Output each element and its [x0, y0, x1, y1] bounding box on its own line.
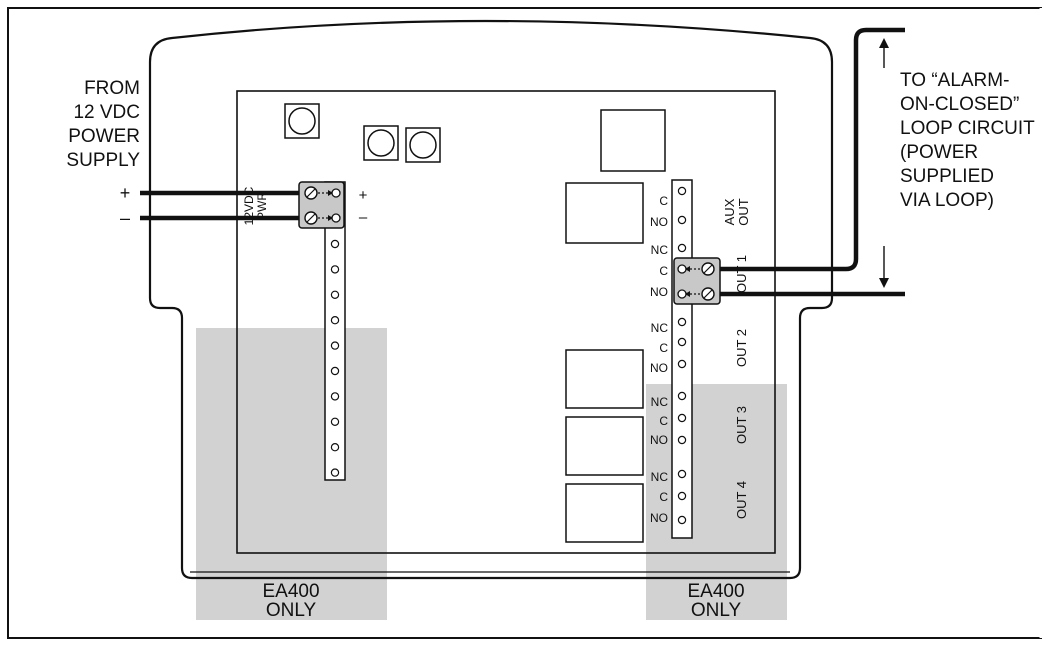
- board-plus-sign: +: [359, 187, 368, 204]
- right-terminal-strip: [671, 179, 693, 539]
- label-out3-no: NO: [650, 433, 668, 447]
- board-minus-sign: –: [359, 209, 368, 226]
- left-label-line-2: 12 VDC: [73, 102, 140, 123]
- left-label-line-3: POWER: [68, 126, 140, 147]
- terminal-hole: [330, 443, 340, 452]
- label-out1-no: NO: [650, 285, 668, 299]
- terminal-hole: [330, 239, 340, 249]
- aux-out-label-line1: AUX: [722, 198, 737, 225]
- out3-label: OUT 3: [734, 406, 749, 444]
- label-out3-c: C: [659, 414, 668, 428]
- terminal-hole: [677, 391, 687, 401]
- ea400-right-line2: ONLY: [691, 600, 742, 621]
- label-aux-no: NO: [650, 215, 668, 229]
- ea400-right-shade: [646, 384, 787, 620]
- right-label-line-2: ON-CLOSED”: [900, 94, 1019, 115]
- left-minus-sign: –: [120, 208, 130, 228]
- left-strip-holes: [330, 239, 340, 477]
- circuit-board: [236, 90, 776, 554]
- terminal-hole: [677, 186, 687, 196]
- right-label-line-4: (POWER: [900, 142, 978, 163]
- label-out1-nc: NC: [651, 243, 669, 257]
- terminal-hole: [330, 341, 340, 350]
- lead-arrow: [328, 190, 333, 196]
- connector-terminal: [677, 289, 687, 299]
- connector-terminal: [331, 188, 341, 198]
- connector-terminal: [677, 264, 687, 274]
- out4-label: OUT 4: [734, 481, 749, 519]
- out2-label: OUT 2: [734, 329, 749, 367]
- label-out3-nc: NC: [651, 395, 669, 409]
- label-out2-c: C: [659, 341, 668, 355]
- screw-slot: [306, 213, 316, 223]
- terminal-hole: [330, 366, 340, 376]
- terminal-hole: [677, 491, 687, 501]
- right-loop-label: TO “ALARM- ON-CLOSED” LOOP CIRCUIT (POWE…: [900, 70, 1035, 211]
- ea400-right-line1: EA400: [687, 581, 744, 602]
- lead-arrow: [685, 291, 690, 297]
- enclosure-outline: [148, 19, 834, 580]
- terminal-hole: [677, 243, 687, 253]
- component-circle-1: [288, 107, 316, 135]
- right-label-line-1: TO “ALARM-: [900, 70, 1009, 91]
- screw-slot: [703, 289, 713, 299]
- power-label-12vdc: 12VDC: [242, 186, 256, 225]
- terminal-hole: [677, 317, 687, 327]
- ea400-left-line2: ONLY: [266, 600, 317, 621]
- screw-slot: [703, 264, 713, 274]
- right-label-line-3: LOOP CIRCUIT: [900, 118, 1035, 139]
- terminal-hole: [330, 265, 340, 274]
- component-circle-3: [409, 131, 437, 159]
- terminal-labels: C NO NC C NO NC C NO NC C NO NC C NO: [650, 194, 668, 525]
- right-label-line-6: VIA LOOP): [900, 190, 994, 211]
- terminal-hole: [677, 469, 687, 479]
- terminal-hole: [677, 435, 687, 445]
- left-plus-sign: +: [120, 183, 131, 203]
- loop-arrow-down-head: [879, 278, 889, 288]
- terminal-hole: [677, 337, 687, 347]
- component-chip: [600, 109, 666, 172]
- label-out4-c: C: [659, 490, 668, 504]
- terminal-hole: [677, 515, 687, 525]
- label-out2-nc: NC: [651, 321, 669, 335]
- terminal-hole: [330, 468, 340, 477]
- loop-arrow-up-head: [879, 38, 889, 48]
- screw-slot: [306, 188, 316, 198]
- relay-aux: [565, 182, 644, 244]
- relay-out4: [565, 483, 644, 543]
- component-circle-2: [367, 129, 395, 157]
- left-label-line-4: SUPPLY: [66, 150, 140, 171]
- ea400-left-line1: EA400: [262, 581, 319, 602]
- label-out4-no: NO: [650, 511, 668, 525]
- label-out2-no: NO: [650, 361, 668, 375]
- terminal-hole: [677, 359, 687, 369]
- aux-out-label-line2: OUT: [736, 198, 751, 226]
- terminal-hole: [677, 215, 687, 225]
- right-strip-holes: [677, 186, 687, 525]
- lead-arrow: [328, 215, 333, 221]
- loop-wire-c: [700, 27, 905, 272]
- label-out1-c: C: [659, 264, 668, 278]
- label-out4-nc: NC: [651, 470, 669, 484]
- terminal-hole: [330, 290, 340, 299]
- relay-out2: [565, 349, 644, 409]
- outer-frame: [7, 7, 1042, 639]
- left-supply-label: FROM 12 VDC POWER SUPPLY: [66, 78, 140, 171]
- ea400-left-shade: [196, 328, 387, 620]
- terminal-hole: [330, 392, 340, 401]
- right-label-line-5: SUPPLIED: [900, 166, 994, 187]
- power-label-pwr: PWR: [255, 192, 269, 220]
- terminal-hole: [677, 413, 687, 423]
- out1-label: OUT 1: [734, 255, 749, 293]
- left-label-line-1: FROM: [84, 78, 140, 99]
- terminal-hole: [330, 316, 340, 325]
- label-aux-c: C: [659, 194, 668, 208]
- relay-out3: [565, 416, 644, 476]
- connector-terminal: [331, 213, 341, 223]
- terminal-hole: [330, 417, 340, 426]
- lead-arrow: [685, 266, 690, 272]
